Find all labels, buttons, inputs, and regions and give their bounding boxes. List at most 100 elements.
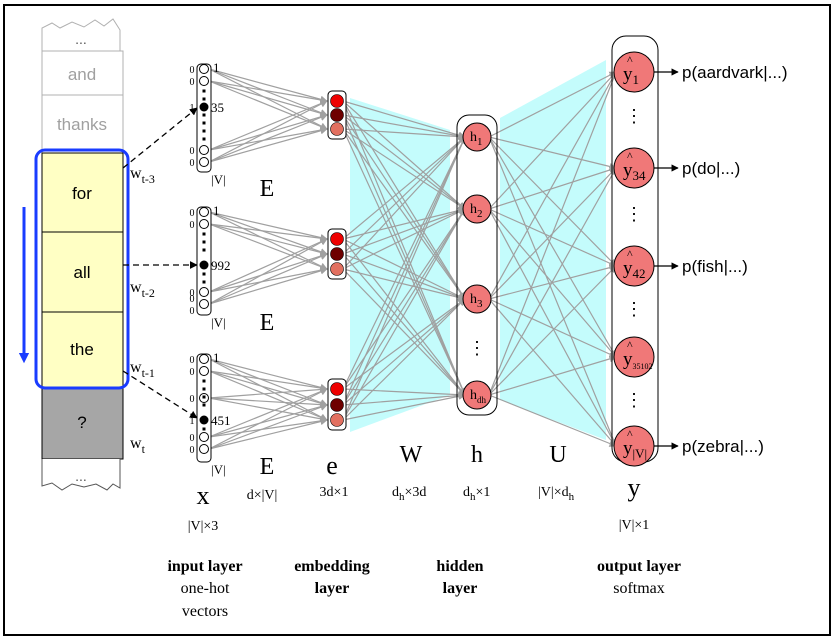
- label-w-t-3: wt-3: [130, 165, 155, 186]
- dim-h: dh×1: [463, 485, 490, 503]
- top-index-label: 1: [213, 203, 220, 218]
- input-embed-connection: [208, 403, 328, 450]
- embed-hidden-connection: [342, 268, 466, 396]
- embed-hidden-connection: [342, 136, 466, 390]
- u-weight-region: [500, 60, 606, 440]
- one-hot-bit: 0: [190, 445, 195, 456]
- embed-hidden-connection: [342, 392, 466, 421]
- input-unit: [199, 145, 209, 155]
- embed-hidden-connection: [342, 298, 466, 406]
- hidden-ellipsis: ⋮: [468, 338, 486, 358]
- output-unit-label: y|V|: [623, 438, 647, 461]
- hidden-output-connection: [488, 136, 617, 170]
- symbol-x: x: [197, 481, 210, 510]
- embedding-unit: [330, 108, 344, 122]
- word-stack: ... and thanks for all the ? ...: [18, 18, 130, 491]
- label-w-t: wt: [130, 435, 146, 456]
- hidden-output-connection: [488, 208, 617, 267]
- output-ellipsis-2: ⋮: [625, 204, 643, 224]
- dim-x: |V|×3: [188, 519, 219, 534]
- embedding-unit: [330, 122, 344, 136]
- ellipsis-dot: [202, 280, 206, 284]
- dim-U: |V|×dh: [538, 485, 575, 503]
- input-unit: [199, 432, 209, 442]
- input-unit: [199, 64, 209, 74]
- ellipsis-dot: [202, 89, 206, 93]
- word-all: all: [73, 263, 90, 282]
- output-ellipsis-1: ⋮: [625, 106, 643, 126]
- one-hot-bit: 0: [190, 77, 195, 88]
- output-ellipsis-3: ⋮: [625, 299, 643, 319]
- output-unit-label: y1: [623, 64, 639, 87]
- embed-hidden-connection: [342, 136, 466, 421]
- hidden-output-connection: [488, 71, 617, 210]
- caption-hidden-line2: layer: [443, 580, 478, 597]
- one-hot-bit: 0: [190, 355, 195, 366]
- input-embed-connection: [208, 267, 328, 305]
- one-hot-bit: 0: [190, 394, 195, 405]
- word-and: and: [68, 65, 96, 84]
- context-window-highlight: [34, 148, 130, 390]
- ellipsis-dot: [202, 248, 206, 252]
- embed-hidden-connection: [342, 268, 466, 301]
- one-hot-bit: 1: [190, 103, 195, 114]
- active-input-unit: [199, 102, 209, 112]
- hidden-output-connection: [488, 71, 617, 300]
- one-hot-bit: 0: [190, 367, 195, 378]
- ellipsis-dot: [202, 113, 206, 117]
- one-hot-bit: 0: [190, 208, 195, 219]
- word-target: ?: [77, 413, 86, 432]
- symbol-U: U: [549, 442, 566, 468]
- caption-hidden-line1: hidden: [436, 558, 483, 575]
- input-embed-connection: [208, 127, 328, 163]
- symbol-e: e: [326, 451, 338, 480]
- input-unit: [199, 444, 209, 454]
- embed-hidden-connection: [342, 100, 466, 396]
- input-embed-connection: [208, 370, 328, 392]
- input-embed-connection: [208, 68, 328, 130]
- hidden-unit-label: hdh: [470, 388, 487, 405]
- output-ellipsis-4: ⋮: [625, 390, 643, 410]
- input-embed-connection: [208, 238, 328, 293]
- input-embed-connection: [208, 370, 328, 407]
- embedding-unit: [330, 413, 344, 427]
- output-unit: ^y35102: [613, 336, 655, 378]
- input-unit: [199, 219, 209, 229]
- hidden-output-connection: [488, 71, 617, 138]
- one-hot-bit: 0: [190, 294, 195, 305]
- one-hot-bit: 1: [190, 416, 195, 427]
- ellipsis-dot: [202, 129, 206, 133]
- hat-accent: ^: [627, 338, 633, 352]
- input-unit: [199, 366, 209, 376]
- one-hot-bit: 0: [190, 433, 195, 444]
- caption-output-line1: softmax: [613, 580, 665, 597]
- ellipsis-dot: [202, 272, 206, 276]
- symbol-y: y: [628, 473, 641, 502]
- one-hot-bit: 0: [190, 288, 195, 299]
- hidden-units: h1 h2 h3 hdh: [462, 122, 492, 410]
- dim-W: dh×3d: [392, 485, 426, 503]
- output-probability: p(fish|...): [682, 257, 748, 276]
- embedding-unit: [330, 382, 344, 396]
- caption-embedding-line2: layer: [315, 580, 350, 597]
- hidden-unit: hdh: [462, 380, 492, 410]
- input-embed-connection: [208, 211, 328, 256]
- lookup-arrow-t-1: [122, 370, 198, 419]
- output-unit-label: y35102: [623, 349, 653, 371]
- hidden-unit-label: h1: [470, 130, 483, 148]
- input-embed-connection: [208, 211, 328, 242]
- top-torn-edge: [41, 18, 121, 51]
- hidden-output-connection: [488, 136, 617, 447]
- embedding-unit: [330, 398, 344, 412]
- lookup-arrow-t-3: [122, 107, 198, 169]
- hidden-unit: h2: [462, 194, 492, 224]
- input-unit: [199, 287, 209, 297]
- hidden-unit: h3: [462, 284, 492, 314]
- ellipsis-dot: [202, 387, 206, 391]
- embed-hidden-connection: [342, 136, 466, 406]
- caption-input-line1: one-hot: [181, 580, 230, 597]
